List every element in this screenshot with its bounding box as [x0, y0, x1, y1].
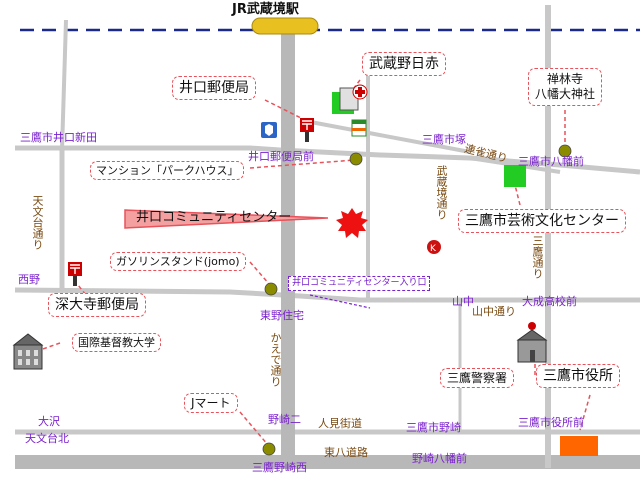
yamanaka-road: [14, 287, 640, 303]
landmark-dot-icon: [262, 442, 276, 456]
callout-zenrin-line1: 禅林寺: [547, 72, 584, 86]
landmark-dot-icon: [349, 152, 363, 166]
area-yawata-mae: 三鷹市八幡前: [518, 155, 584, 168]
university-building-icon: [12, 333, 44, 370]
area-mitaka-tsuka: 三鷹市塚: [422, 133, 466, 146]
callout-mansion: マンション「パークハウス」: [90, 161, 245, 180]
callout-zenrin-shrine: 禅林寺 八幡大神社: [528, 68, 603, 106]
renjaku-road: [15, 145, 640, 175]
area-yamanaka: 山中: [452, 295, 474, 308]
police-box-icon: [261, 122, 277, 138]
station-sign-icon: [251, 17, 319, 35]
landmark-dot-icon: [264, 282, 278, 296]
convenience-store-icon: [351, 119, 367, 137]
burst-icon: [336, 208, 368, 238]
road-mitaka: 三鷹通り: [531, 235, 544, 279]
police-station-icon: [516, 322, 548, 363]
callout-pointers: [39, 79, 591, 446]
road-hitomi: 人見街道: [318, 417, 362, 430]
entrance-label: 井口コミュニティセンター入り口: [288, 276, 431, 291]
area-nozaki-nishi: 三鷹野崎西: [252, 461, 307, 474]
callout-icu: 国際基督教大学: [72, 333, 161, 352]
area-osawa: 大沢: [38, 415, 60, 428]
road-musashisakai: 武蔵境通り: [435, 165, 448, 220]
post-office-icon: [68, 262, 82, 286]
landmark-dot-icon: [558, 144, 572, 158]
area-iguchi-post-mae: 井口郵便局前: [248, 150, 314, 163]
area-tenmondai-kita: 天文台北: [25, 432, 69, 445]
area-nozaki-yawata-mae: 野崎八幡前: [412, 452, 467, 465]
callout-musashino-redcross: 武蔵野日赤: [362, 52, 446, 76]
area-daisei-mae: 大成高校前: [522, 295, 577, 308]
post-office-icon: [300, 118, 314, 142]
road-kaede: かえで通り: [269, 332, 282, 387]
callout-iguchi-post: 井口郵便局: [172, 76, 256, 100]
community-center-burst: [124, 208, 368, 238]
gas-station-icon: K: [427, 240, 441, 254]
landmark-dots: [262, 144, 572, 456]
road-yamanaka: 山中通り: [472, 305, 516, 318]
area-iguchi-shinden: 三鷹市井口新田: [20, 131, 97, 144]
diag-road-1: [299, 118, 471, 154]
road-higashi-hachi: 東八道路: [324, 446, 368, 459]
geijutsu-marker: [504, 165, 526, 187]
city-office-icon: [560, 436, 598, 456]
station-label: JR武蔵境駅: [232, 2, 299, 17]
hospital-icon: [339, 84, 368, 111]
area-mitaka-nozaki: 三鷹市野崎: [406, 421, 461, 434]
callout-police: 三鷹警察署: [440, 368, 515, 388]
callout-zenrin-line2: 八幡大神社: [535, 87, 596, 101]
area-higashino: 東野住宅: [260, 309, 304, 322]
area-nishino: 西野: [18, 273, 40, 286]
callout-geijutsu: 三鷹市芸術文化センター: [458, 209, 626, 233]
area-city-office-mae: 三鷹市役所前: [518, 416, 584, 429]
area-nozaki2: 野崎二: [268, 413, 301, 426]
callout-fukadaiji-post: 深大寺郵便局: [48, 293, 146, 317]
callout-jmart: Jマート: [184, 393, 238, 413]
entrance-pointer: [309, 294, 371, 309]
callout-community-center: 井口コミュニティセンター: [136, 210, 292, 225]
tenmondai-road-north: [60, 19, 68, 151]
callout-gas-station: ガソリンスタンド(jomo): [110, 252, 246, 271]
callout-city-office: 三鷹市役所: [536, 364, 620, 388]
svg-text:K: K: [430, 244, 437, 254]
road-tenmondai: 天文台通り: [31, 195, 44, 250]
